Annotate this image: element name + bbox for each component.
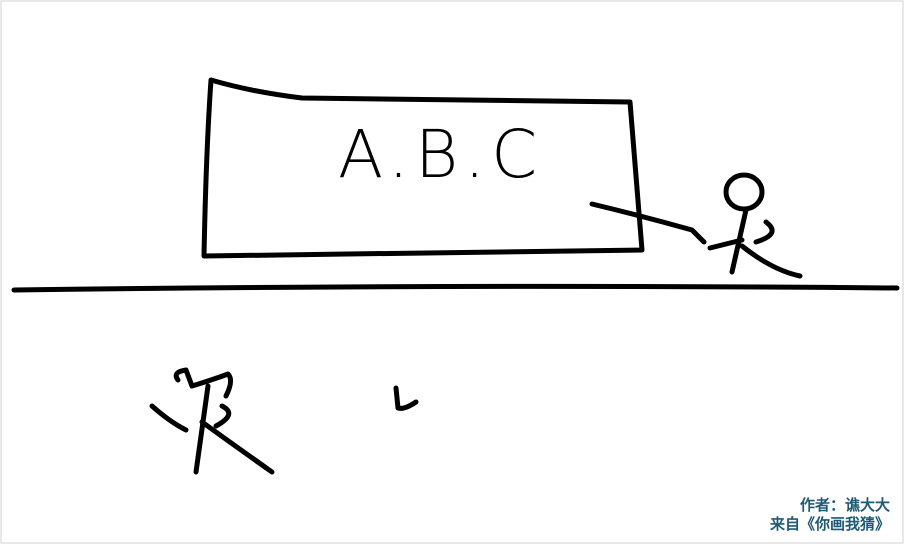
small-mark xyxy=(393,385,419,411)
blackboard xyxy=(201,77,645,259)
author-line: 作者：谯大大 xyxy=(799,496,890,514)
credits: 作者：谯大大 来自《你画我猜》 xyxy=(770,496,890,534)
teacher-figure xyxy=(707,172,803,279)
source-line: 来自《你画我猜》 xyxy=(769,515,890,533)
floor-line xyxy=(11,283,900,293)
student-figure xyxy=(149,367,275,475)
pointer-stick xyxy=(589,201,707,245)
blackboard-text: A.B.C xyxy=(338,116,544,193)
